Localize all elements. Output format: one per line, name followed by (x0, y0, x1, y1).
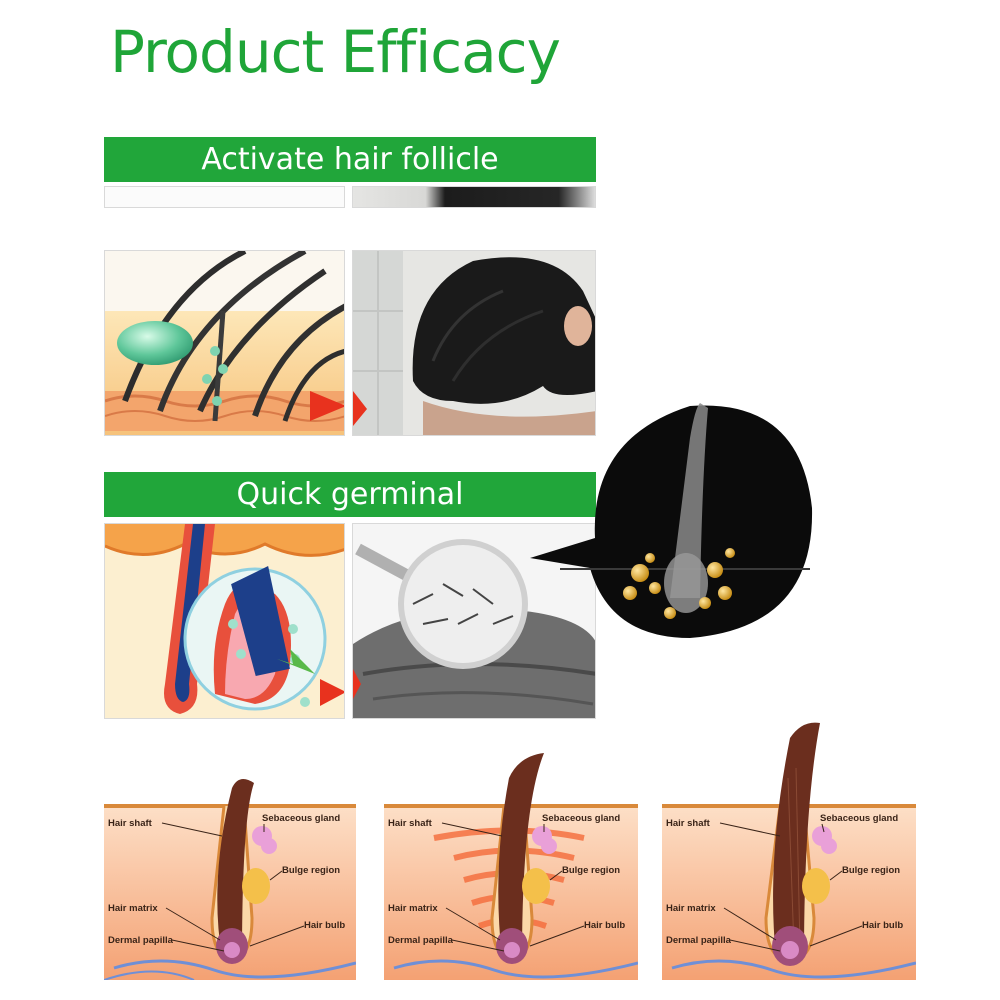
label-bulge-region: Bulge region (562, 865, 620, 876)
strip-image-left (104, 186, 345, 208)
label-hair-shaft: Hair shaft (108, 818, 153, 829)
section-heading-germinal: Quick germinal (104, 472, 596, 517)
follicle-germination-illustration (104, 523, 345, 719)
label-hair-bulb: Hair bulb (862, 920, 903, 931)
label-hair-shaft: Hair shaft (666, 818, 711, 829)
hair-root-zoom-bubble (530, 398, 815, 643)
page-title: Product Efficacy (110, 18, 561, 86)
label-bulge-region: Bulge region (282, 865, 340, 876)
follicle-diagram-3: Hair shaft Sebaceous gland Bulge region … (662, 718, 917, 980)
label-sebaceous-gland: Sebaceous gland (820, 813, 898, 824)
label-dermal-papilla: Dermal papilla (108, 935, 174, 946)
label-hair-matrix: Hair matrix (666, 903, 716, 914)
label-dermal-papilla: Dermal papilla (666, 935, 732, 946)
scalp-magnifier-photo (352, 523, 596, 719)
label-hair-matrix: Hair matrix (388, 903, 438, 914)
label-hair-shaft: Hair shaft (388, 818, 433, 829)
section-heading-activate: Activate hair follicle (104, 137, 596, 182)
label-sebaceous-gland: Sebaceous gland (262, 813, 340, 824)
follicle-activation-illustration (104, 250, 345, 436)
label-hair-bulb: Hair bulb (304, 920, 345, 931)
label-hair-bulb: Hair bulb (584, 920, 625, 931)
strip-image-right (352, 186, 596, 208)
dense-hair-photo (352, 250, 596, 436)
label-hair-matrix: Hair matrix (108, 903, 158, 914)
label-bulge-region: Bulge region (842, 865, 900, 876)
follicle-diagram-1: Hair shaft Sebaceous gland Bulge region … (103, 718, 357, 981)
follicle-diagram-2: Hair shaft Sebaceous gland Bulge region … (384, 718, 639, 980)
label-dermal-papilla: Dermal papilla (388, 935, 454, 946)
label-sebaceous-gland: Sebaceous gland (542, 813, 620, 824)
